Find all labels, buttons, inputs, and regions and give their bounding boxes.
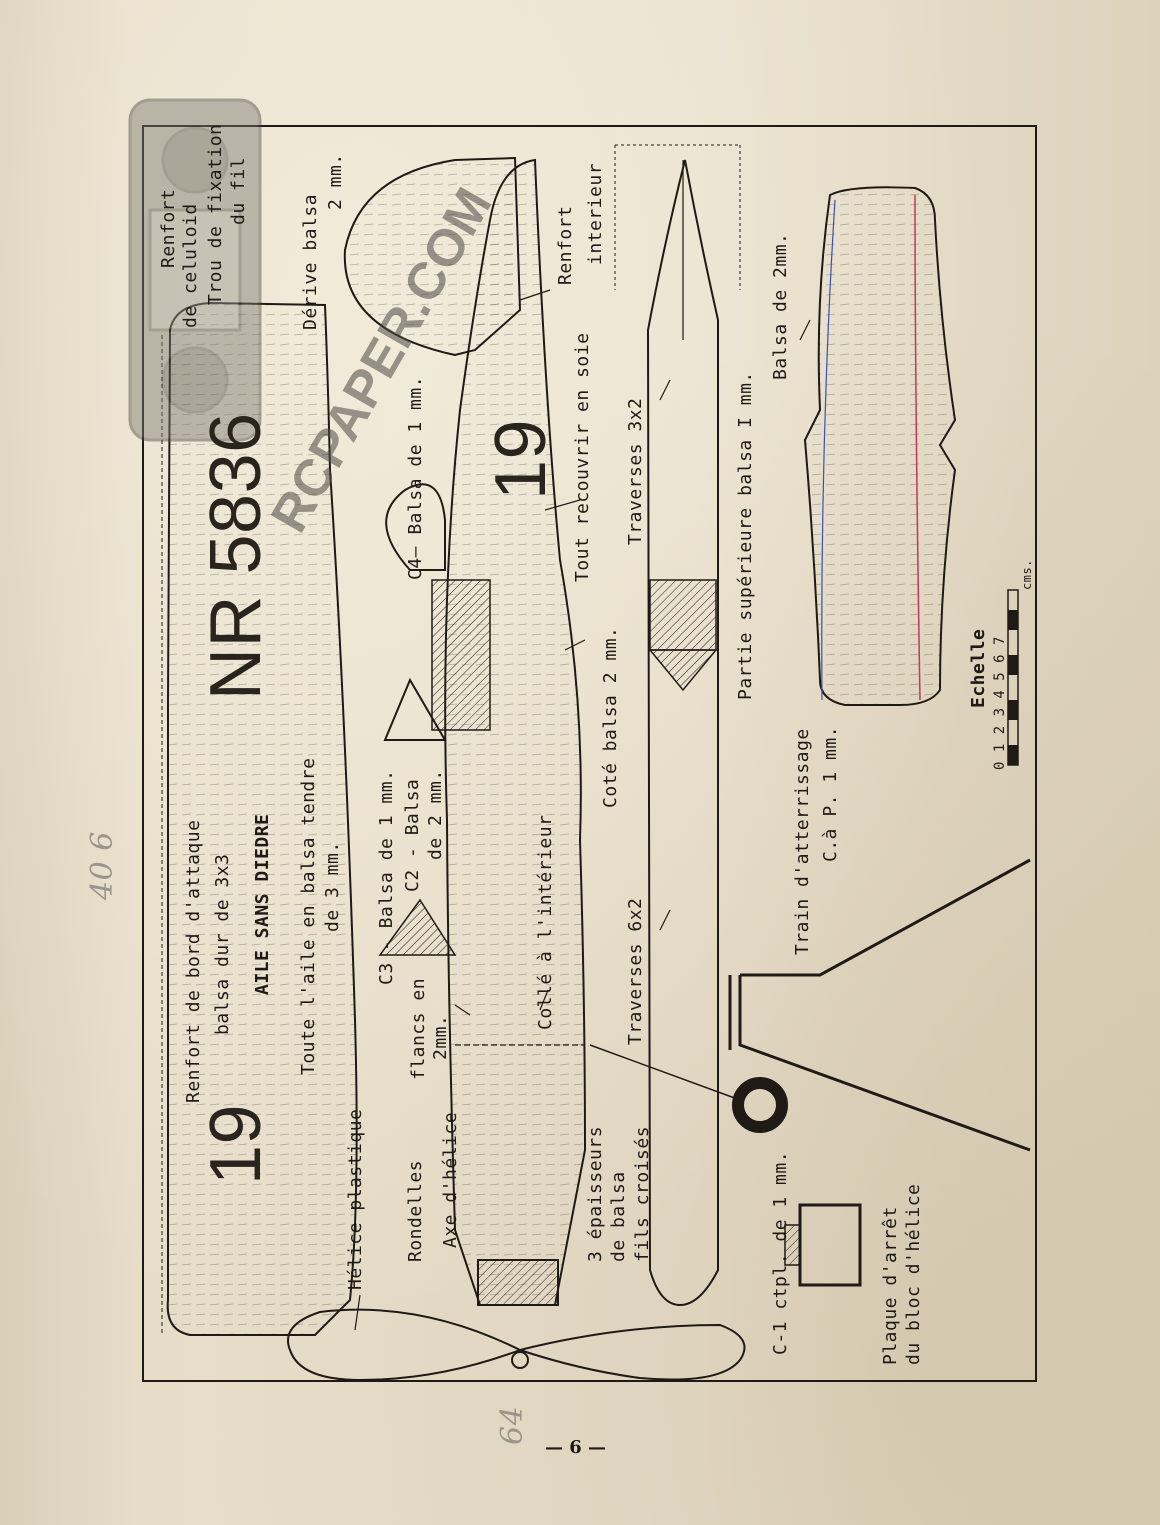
scale-bar-seg xyxy=(1008,610,1018,630)
label-axe: Axe d'hélice xyxy=(440,1111,461,1248)
cockpit-hatch xyxy=(431,579,491,731)
label-trou-fixation: Trou de fixation xyxy=(205,123,226,305)
landing-gear xyxy=(728,858,1031,1152)
label-echelle: Echelle xyxy=(968,628,989,708)
top-hatched-section xyxy=(649,579,717,651)
stabilizer-red-pencil xyxy=(914,194,921,701)
scale-bar-seg xyxy=(1008,745,1018,765)
fuselage-number: 19 xyxy=(481,418,561,500)
top-triangle xyxy=(648,649,718,692)
label-toute-aile-2: de 3 mm. xyxy=(322,841,343,932)
label-renfort-interieur: Renfort xyxy=(555,205,576,285)
wing-outline xyxy=(166,301,358,1336)
label-c2: C2 - Balsa xyxy=(402,778,423,892)
c4-dome xyxy=(385,483,446,571)
label-epaisseurs-2: de balsa xyxy=(608,1171,629,1262)
label-du-fil: du fil xyxy=(228,156,249,225)
page-number: — 6 — xyxy=(545,1437,607,1458)
handwritten-note-top: 40 6 xyxy=(85,831,120,900)
stabilizer xyxy=(803,186,957,706)
label-traverses-3x2: Traverses 3x2 xyxy=(625,397,646,545)
label-renfort-celluloid-2: de celuloid xyxy=(180,203,201,328)
label-helice: Hélice plastique xyxy=(345,1108,366,1290)
fin-rudder xyxy=(343,156,522,357)
label-plaque: Plaque d'arrêt xyxy=(880,1206,901,1365)
label-balsa-dur: balsa dur de 3x3 xyxy=(212,853,233,1035)
plan-frame xyxy=(142,125,1037,1382)
stop-plate-tab xyxy=(784,1224,801,1266)
fuselage-top xyxy=(646,159,719,1307)
scale-bar-seg xyxy=(1008,655,1018,675)
label-toute-aile: Toute l'aile en balsa tendre xyxy=(298,757,319,1075)
c3-triangle xyxy=(383,677,447,741)
label-derive-2: 2 mm. xyxy=(325,153,346,210)
label-flancs-2: 2mm. xyxy=(430,1014,451,1060)
label-c3: C3 - Balsa de 1 mm. xyxy=(376,769,397,985)
stabilizer-ghost xyxy=(614,144,741,290)
label-c2-2: de 2 mm. xyxy=(425,769,446,860)
label-c1: C-1 ctpl. de 1 mm. xyxy=(770,1150,791,1355)
c2-triangle xyxy=(378,898,457,956)
wing-number: 19 xyxy=(196,1103,276,1185)
label-aile-sans-diedre: AILE SANS DIEDRE xyxy=(252,813,273,995)
stabilizer-blue-pencil xyxy=(821,199,836,701)
scale-bar-seg xyxy=(1008,700,1018,720)
registration-number: NR 5836 xyxy=(196,412,276,700)
label-renfort-celluloid: Renfort xyxy=(158,188,179,268)
label-traverses-6x2: Traverses 6x2 xyxy=(625,897,646,1045)
propeller-hub xyxy=(511,1351,529,1369)
label-plaque-2: du bloc d'hélice xyxy=(903,1183,924,1365)
label-partie-superieure: Partie supérieure balsa I mm. xyxy=(735,371,756,700)
propeller xyxy=(287,1308,746,1382)
stop-plate xyxy=(798,1203,862,1287)
c1-washer xyxy=(732,1077,788,1133)
label-epaisseurs: 3 épaisseurs xyxy=(585,1125,606,1262)
label-scale-numbers: 0 1 2 3 4 5 6 7 xyxy=(992,636,1008,770)
label-c4: C4— Balsa de 1 mm. xyxy=(405,375,426,580)
label-rondelles: Rondelles xyxy=(405,1159,426,1262)
label-renfort-bord: Renfort de bord d'attaque xyxy=(183,819,204,1103)
nose-block xyxy=(477,1259,559,1306)
handwritten-note-bottom: 64 xyxy=(495,1405,530,1445)
label-renfort-interieur-2: interieur xyxy=(585,162,606,265)
label-balsa-2mm: Balsa de 2mm. xyxy=(770,232,791,380)
label-cote-balsa: Coté balsa 2 mm. xyxy=(600,626,621,808)
c1-pointer xyxy=(589,1044,741,1101)
label-flancs: flancs en xyxy=(408,977,429,1080)
label-epaisseurs-3: fils croisés xyxy=(632,1125,653,1262)
label-colle: Collé à l'intérieur xyxy=(535,814,556,1030)
label-derive: Dérive balsa xyxy=(300,193,321,330)
label-train-2: C.à P. 1 mm. xyxy=(820,725,841,862)
label-cms: cms. xyxy=(1020,559,1034,590)
label-train: Train d'atterrissage xyxy=(792,728,813,955)
label-recouvrir: Tout recouvrir en soie xyxy=(572,332,593,582)
leader-lines xyxy=(354,289,811,1331)
